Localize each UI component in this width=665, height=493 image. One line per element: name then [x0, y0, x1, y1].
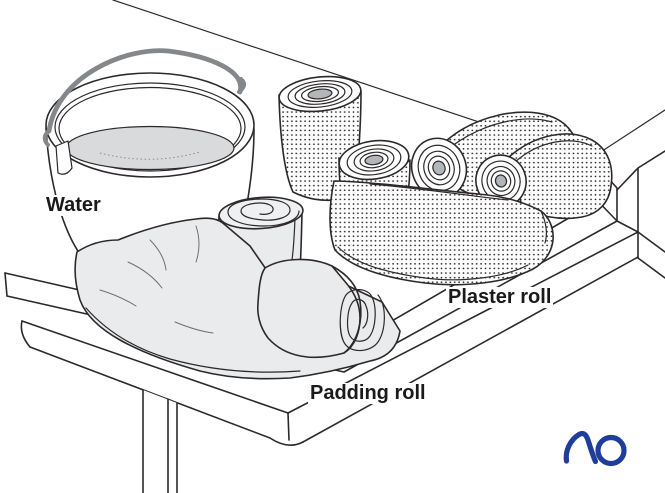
label-plaster-roll: Plaster roll — [446, 286, 554, 308]
label-water: Water — [44, 194, 103, 216]
label-padding-roll: Padding roll — [308, 382, 428, 404]
table-leg — [142, 389, 178, 493]
lower-table — [20, 150, 665, 493]
bucket-tab — [55, 140, 73, 175]
padding-roll-lying — [256, 258, 385, 359]
plaster-sheet — [329, 180, 554, 286]
water-surface — [65, 125, 235, 171]
bucket-handle — [42, 48, 246, 147]
ao-logo-icon — [563, 430, 627, 467]
